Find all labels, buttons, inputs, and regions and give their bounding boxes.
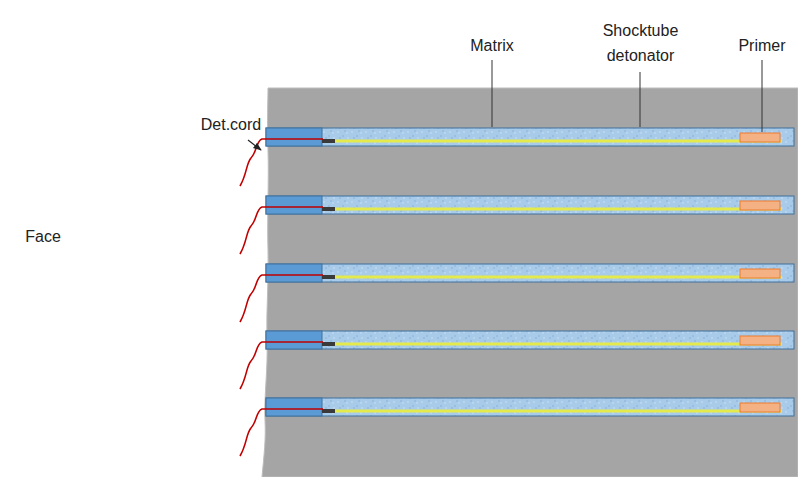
det-cord <box>240 342 323 389</box>
leader-line <box>762 60 763 132</box>
primer-cartridge <box>740 269 780 278</box>
primer-cartridge <box>740 133 780 142</box>
blast-hole <box>240 264 794 322</box>
leader-line <box>640 72 641 127</box>
stemming-plug <box>266 128 322 146</box>
detonator-end <box>322 409 335 413</box>
primer-cartridge <box>740 336 780 345</box>
matrix-charge <box>266 331 794 349</box>
leader-line <box>492 60 493 127</box>
det-cord <box>240 139 323 186</box>
shocktube-line <box>334 343 782 346</box>
blast-hole <box>240 398 794 456</box>
det-cord <box>240 275 323 322</box>
rock-mass <box>262 88 798 477</box>
part-label: Primer <box>722 33 798 58</box>
shocktube-line <box>334 140 782 143</box>
detonator-end <box>322 207 335 211</box>
detonator-end <box>322 342 335 346</box>
detonator-end <box>322 139 335 143</box>
stemming-plug <box>266 264 322 282</box>
part-label: Det.cord <box>196 112 266 137</box>
part-label: Shocktube detonator <box>593 18 688 68</box>
leader-arrow <box>248 140 261 150</box>
shocktube-line <box>334 276 782 279</box>
det-cord <box>240 409 323 456</box>
detonator-end <box>322 275 335 279</box>
matrix-charge <box>266 128 794 146</box>
part-label: Matrix <box>452 33 532 58</box>
matrix-charge <box>266 398 794 416</box>
det-cord <box>240 207 323 254</box>
matrix-charge <box>266 196 794 214</box>
shocktube-line <box>334 208 782 211</box>
side-label: Face <box>18 224 68 249</box>
primer-cartridge <box>740 201 780 210</box>
stemming-plug <box>266 196 322 214</box>
stemming-plug <box>266 331 322 349</box>
shocktube-line <box>334 410 782 413</box>
primer-cartridge <box>740 403 780 412</box>
stemming-plug <box>266 398 322 416</box>
blast-hole <box>240 128 794 186</box>
blast-hole <box>240 331 794 389</box>
matrix-charge <box>266 264 794 282</box>
blast-hole <box>240 196 794 254</box>
